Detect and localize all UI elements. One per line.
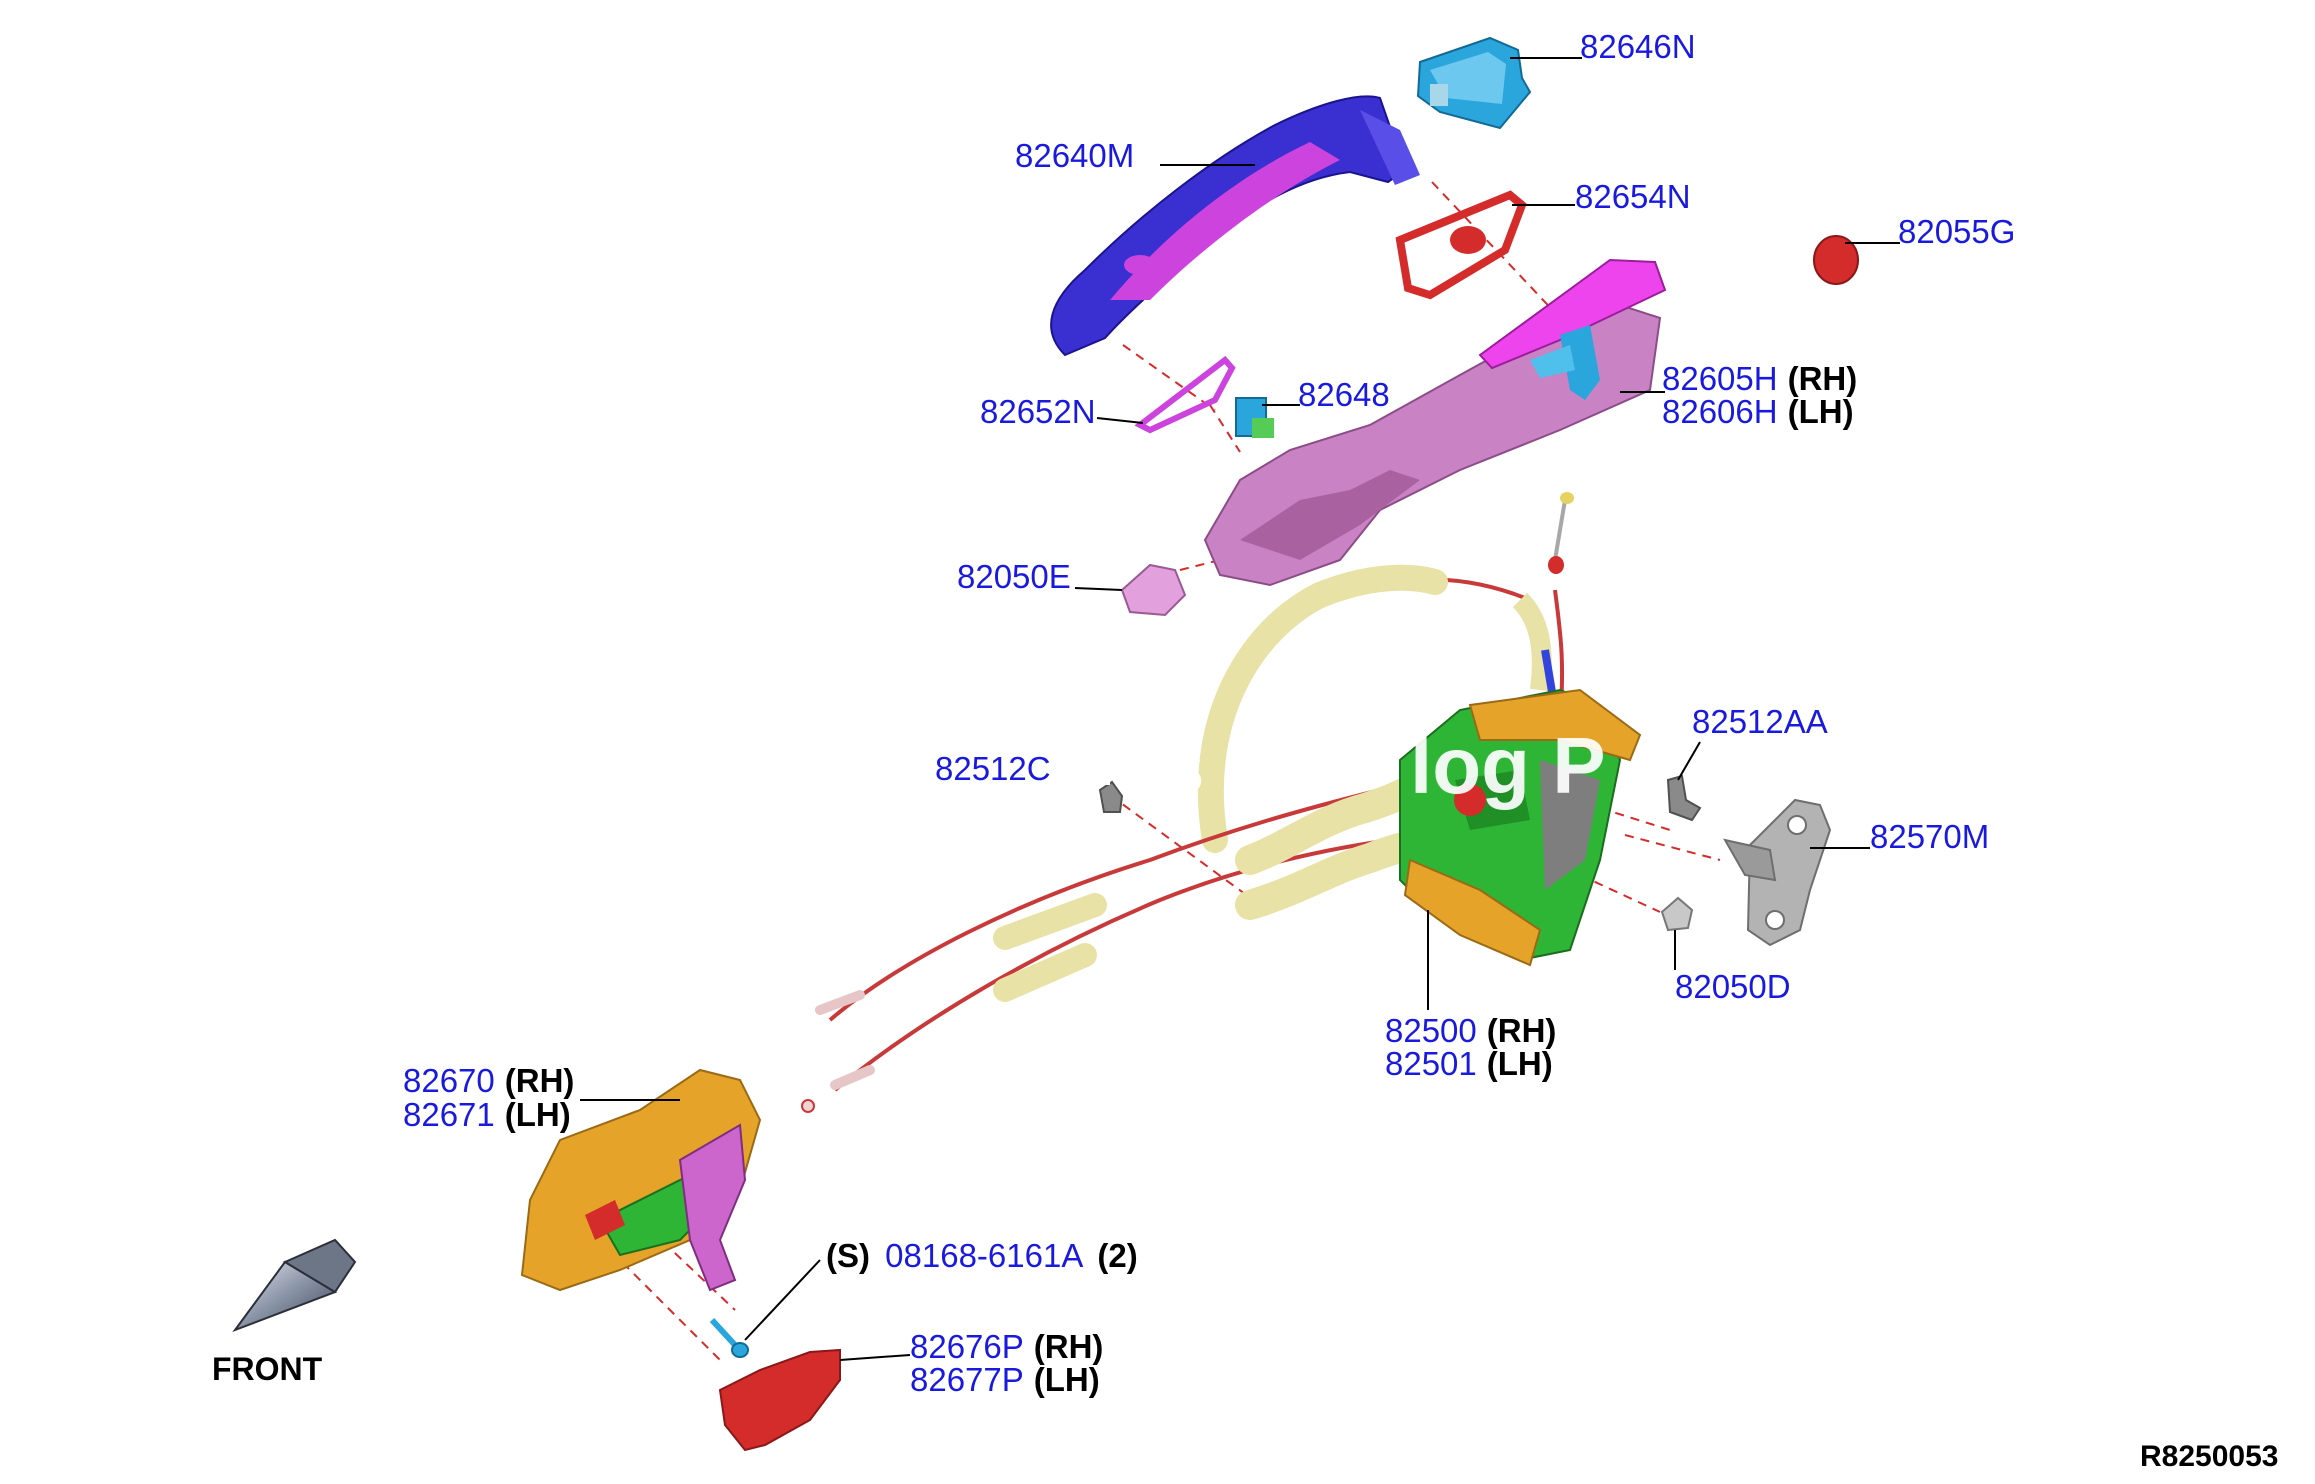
part-number: 82676P xyxy=(910,1328,1024,1365)
watermark-overlay xyxy=(1040,745,1110,785)
part-number: 82646N xyxy=(1580,28,1696,65)
screw-08168-6161A xyxy=(709,1317,749,1358)
cap-82055G xyxy=(1813,235,1859,285)
label-82055G: 82055G xyxy=(1898,215,2015,249)
door-lock-82500 xyxy=(1399,688,1642,967)
lh-suffix: (LH) xyxy=(1033,1361,1100,1398)
quantity: (2) xyxy=(1097,1237,1138,1274)
part-number: 82606H xyxy=(1662,393,1778,430)
label-82501: 82501(LH) xyxy=(1385,1047,1553,1081)
rod-top xyxy=(1548,492,1574,574)
label-82671: 82671(LH) xyxy=(403,1098,571,1132)
cover-82676P xyxy=(718,1348,841,1452)
lh-suffix: (LH) xyxy=(1486,1045,1553,1082)
diagram-id: R8250053 xyxy=(2140,1440,2279,1473)
label-82676P: 82676P(RH) xyxy=(910,1330,1103,1364)
gasket-82654N xyxy=(1395,190,1527,300)
label-82512C: 82512C xyxy=(935,752,1051,786)
rh-suffix: (RH) xyxy=(1486,1012,1557,1049)
label-82606H: 82606H(LH) xyxy=(1662,395,1854,429)
part-number: 82500 xyxy=(1385,1012,1477,1049)
leader-lines xyxy=(580,57,1900,1361)
part-number: 82050E xyxy=(957,558,1071,595)
label-82605H: 82605H(RH) xyxy=(1662,362,1857,396)
bolt-82512C xyxy=(1098,780,1124,813)
striker-82570M xyxy=(1723,798,1832,947)
label-82654N: 82654N xyxy=(1575,180,1691,214)
label-82512AA: 82512AA xyxy=(1692,705,1828,739)
part-number: 82652N xyxy=(980,393,1096,430)
cap-82646N xyxy=(1416,36,1532,130)
part-number: 82050D xyxy=(1675,968,1791,1005)
rh-suffix: (RH) xyxy=(1033,1328,1104,1365)
label-82570M: 82570M xyxy=(1870,820,1989,854)
rh-suffix: (RH) xyxy=(504,1062,575,1099)
part-number: 82670 xyxy=(403,1062,495,1099)
label-82050D: 82050D xyxy=(1675,970,1791,1004)
part-number: 82640M xyxy=(1015,137,1135,174)
part-number: 82654N xyxy=(1575,178,1691,215)
rh-suffix: (RH) xyxy=(1787,360,1858,397)
part-number: 82055G xyxy=(1898,213,2016,250)
bracket-82605H xyxy=(1203,258,1667,587)
s-prefix: (S) xyxy=(826,1237,870,1274)
label-08168-6161A: (S) 08168-6161A (2) xyxy=(826,1239,1138,1273)
clip-82050E xyxy=(1120,563,1187,617)
part-number: 82512AA xyxy=(1692,703,1828,740)
label-82670: 82670(RH) xyxy=(403,1064,574,1098)
part-number: 82501 xyxy=(1385,1045,1477,1082)
part-number: 82570M xyxy=(1870,818,1990,855)
label-82646N: 82646N xyxy=(1580,30,1696,64)
clip-82648 xyxy=(1235,397,1274,438)
label-82648: 82648 xyxy=(1298,378,1390,412)
part-number: 82512C xyxy=(935,750,1051,787)
bolt-82512AA xyxy=(1666,774,1702,822)
clip-82050D xyxy=(1660,896,1694,932)
part-number: 82677P xyxy=(910,1361,1024,1398)
watermark-text-a: s xyxy=(1160,721,1205,810)
part-number: 82648 xyxy=(1298,376,1390,413)
watermark-text-b: log P xyxy=(1410,721,1606,810)
label-82640M: 82640M xyxy=(1015,139,1134,173)
handle-82640M xyxy=(1050,95,1420,357)
lh-suffix: (LH) xyxy=(1787,393,1854,430)
front-arrow-icon xyxy=(232,1238,357,1333)
part-number: 82605H xyxy=(1662,360,1778,397)
lh-suffix: (LH) xyxy=(504,1096,571,1133)
part-number: 08168-6161A xyxy=(885,1237,1084,1274)
label-82500: 82500(RH) xyxy=(1385,1014,1556,1048)
part-number: 82671 xyxy=(403,1096,495,1133)
gasket-82652N xyxy=(1134,355,1236,434)
front-label: FRONT xyxy=(212,1351,323,1387)
label-82050E: 82050E xyxy=(957,560,1071,594)
cables xyxy=(801,564,1565,1113)
label-82652N: 82652N xyxy=(980,395,1096,429)
label-82677P: 82677P(LH) xyxy=(910,1363,1100,1397)
inside-handle-82670 xyxy=(520,1068,762,1292)
